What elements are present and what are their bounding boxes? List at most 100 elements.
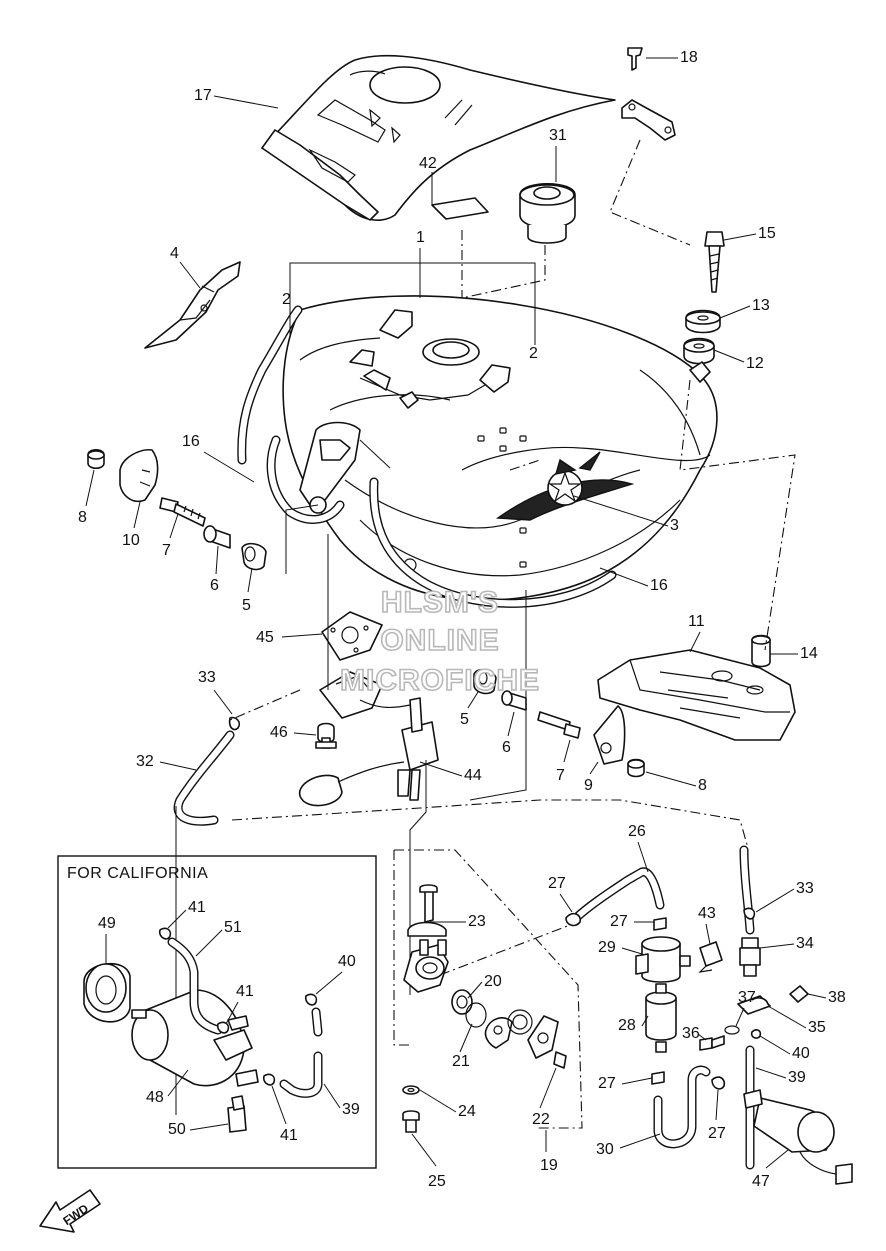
collar-bolt-part [159,497,206,527]
callout-label-c39b: 39 [788,1069,806,1086]
callout-label-c11: 11 [688,613,705,630]
washer-37-part [724,1025,740,1035]
callout-label-c22: 22 [532,1111,550,1128]
clip-41c-part [262,1073,276,1086]
callout-label-c49: 49 [98,915,116,932]
damper-5b-part [473,668,497,695]
canister-49-part [83,962,131,1023]
valve-seal-part [451,989,473,1015]
callout-leader-c5a [247,567,253,593]
callout-label-c27c: 27 [598,1075,616,1092]
callout-leader-c27c [621,1077,653,1085]
hose-clip-33a-part [228,716,241,731]
callout-label-c7a: 7 [162,542,171,559]
callout-leader-c8a [85,469,95,507]
callout-label-c8a: 8 [78,509,87,526]
callout-leader-c16a [203,451,255,483]
callout-label-c44: 44 [464,767,482,784]
callout-leader-c16b [599,567,649,587]
callout-label-c8b: 8 [698,777,707,794]
callout-label-c47: 47 [752,1173,770,1190]
bolt-46-part [315,722,337,749]
lever-plate-part [484,1017,513,1049]
callout-leader-c41b [225,1001,239,1025]
hose-clip-27b-part [653,917,667,931]
callout-label-c24: 24 [458,1103,476,1120]
callout-leader-c8b [645,771,697,787]
callout-label-c6b: 6 [502,739,511,756]
clip-40a-part [304,993,318,1006]
grommet-part [87,448,105,470]
tank-bracket-part [597,649,796,741]
fuel-filter-part [645,983,677,1053]
callout-leader-c10 [133,501,141,529]
valve-cover-part [527,1015,559,1059]
callout-leader-c40a [315,971,343,995]
callout-label-c41b: 41 [236,983,254,1000]
callout-leader-c26 [637,841,649,873]
callout-leader-c40b [759,1035,791,1055]
clip-41b-part [216,1021,230,1034]
callout-label-c13: 13 [752,297,770,314]
callout-leader-c3 [573,495,669,527]
callout-label-c1: 1 [416,229,425,246]
callout-leader-c25 [411,1133,437,1167]
bolt-38-part [789,985,809,1003]
callout-leader-c47 [765,1149,789,1169]
callout-label-c35: 35 [808,1019,826,1036]
callout-label-c48: 48 [146,1089,164,1106]
bolt-part [704,231,725,293]
o-ring-part [465,1002,487,1028]
california-box-title: FOR CALIFORNIA [67,865,208,882]
fitting-50-part [227,1095,247,1133]
callout-label-c31: 31 [549,127,567,144]
bolt-36-part [699,1035,725,1051]
callout-leader-c6b [507,711,515,737]
callout-label-c12: 12 [746,355,764,372]
callout-label-c16a: 16 [182,433,200,450]
fuel-pump-part [635,936,691,983]
callout-leader-c39a [323,1083,341,1109]
callout-leader-c29 [621,947,643,955]
hose-clip-27d-part [711,1076,726,1090]
washer-24-part [402,1085,420,1095]
emblem-label-part [431,197,489,220]
callout-leader-c36 [697,1033,707,1041]
callout-leader-c15 [723,233,757,241]
callout-label-c33a: 33 [198,669,216,686]
grommet-8b-part [627,758,645,778]
callout-label-c21: 21 [452,1053,470,1070]
callout-label-c19: 19 [540,1157,558,1174]
callout-label-c2a: 2 [282,291,291,308]
callout-label-c18: 18 [680,49,698,66]
watermark: HLSM'S ONLINE MICROFICHE [339,585,540,698]
callout-label-c26: 26 [628,823,646,840]
fuel-tank-part [282,295,718,602]
tank-cover-part [261,54,616,221]
callout-leader-c34 [759,943,795,949]
damper-14-part [751,634,771,668]
gasket-22-part [507,1009,533,1035]
clip-40b-part [750,1029,762,1039]
callout-label-c20: 20 [484,973,502,990]
callout-label-c34: 34 [796,935,814,952]
callout-leader-c7a [169,513,179,539]
callout-label-c9: 9 [584,777,593,794]
callout-label-c27a: 27 [548,875,566,892]
callout-label-c28: 28 [618,1017,636,1034]
callout-leader-c35 [767,1005,807,1029]
fuel-pump-47-part [743,1089,853,1185]
callout-leader-c45 [281,633,323,638]
forward-arrow: FWD [39,1189,101,1233]
watermark-line-2: ONLINE [380,624,499,657]
callout-label-c7b: 7 [556,767,565,784]
callout-leader-c32 [159,761,197,771]
callout-label-c41c: 41 [280,1127,298,1144]
callout-label-c36: 36 [682,1025,700,1042]
bolt-7b-part [537,711,581,739]
callout-leader-c41c [271,1085,287,1125]
callout-leader-c9 [589,761,599,775]
callout-leader-c27a [559,893,573,913]
screw-22-part [553,1051,567,1069]
